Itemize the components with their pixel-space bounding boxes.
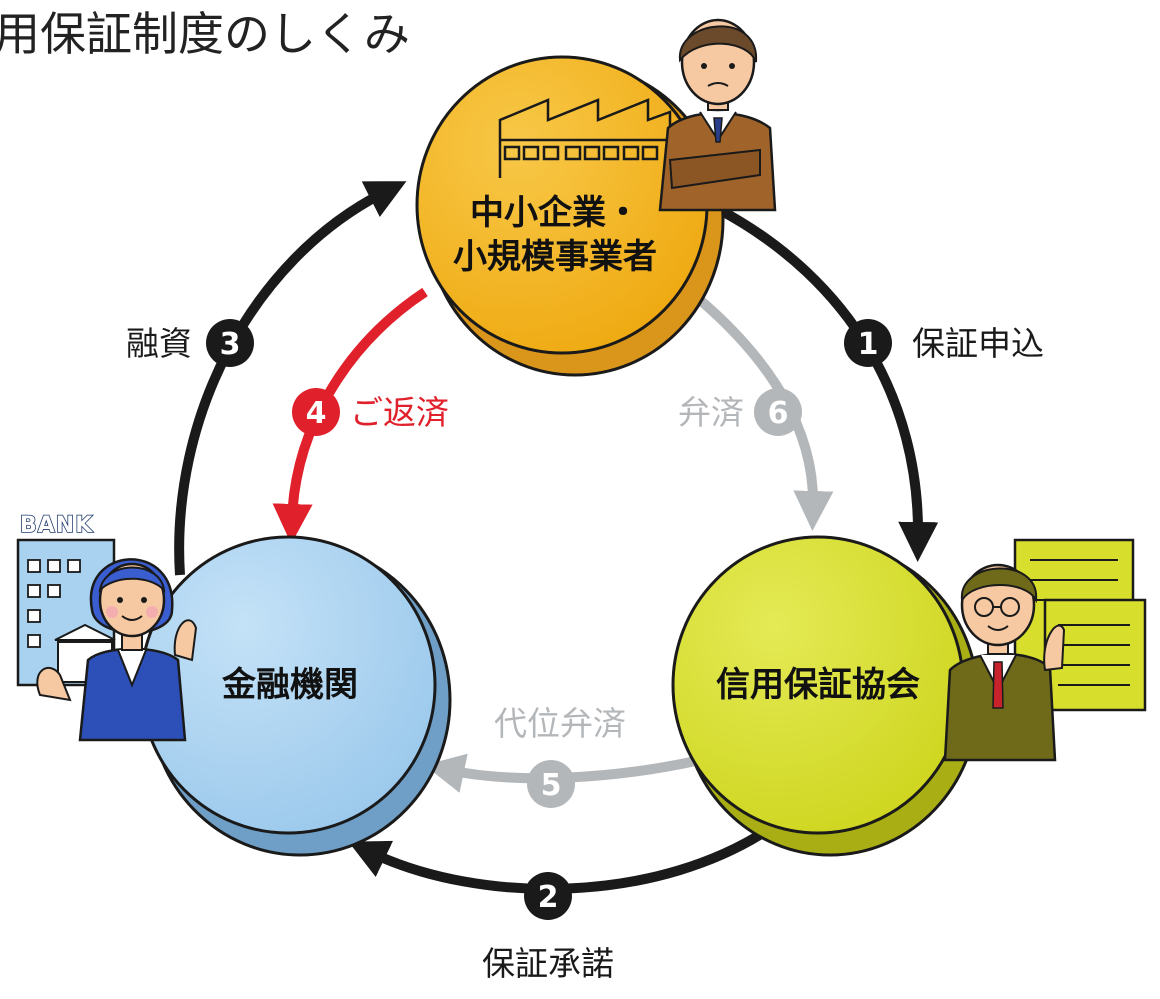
- step-5-number: 5: [541, 768, 562, 803]
- step-3: 3 融資: [126, 319, 254, 367]
- step-5: 5 代位弁済: [494, 704, 626, 808]
- step-4: 4 ご返済: [292, 388, 449, 436]
- arrow-step-2: [348, 820, 778, 894]
- step-6-label: 弁済: [678, 393, 744, 432]
- guarantee-staff-illustration: [943, 563, 1066, 762]
- step-3-label: 融資: [126, 324, 192, 363]
- node-guarantee-association: 信用保証協会: [671, 535, 980, 857]
- step-6-number: 6: [768, 396, 789, 431]
- arrow-step-5: [424, 753, 702, 793]
- arrow-step-1: [717, 205, 939, 562]
- step-2-label: 保証承諾: [482, 944, 614, 983]
- step-1-number: 1: [858, 327, 879, 362]
- arrow-step-4: [272, 287, 428, 544]
- step-1-badge: [844, 319, 892, 367]
- step-5-badge: [527, 760, 575, 808]
- bank-clerk-illustration: [36, 558, 198, 742]
- step-1-label: 保証申込: [912, 324, 1044, 363]
- step-6: 6 弁済: [678, 388, 802, 436]
- node-bank-label: 金融機関: [221, 665, 358, 705]
- step-4-label: ご返済: [350, 393, 449, 432]
- businessman-illustration: [658, 18, 777, 212]
- page-title: 用保証制度のしくみ: [0, 7, 410, 61]
- node-bank: 金融機関: [139, 535, 452, 857]
- node-sme: 中小企業・ 小規模事業者: [415, 55, 725, 377]
- step-6-badge: [754, 388, 802, 436]
- factory-icon: [498, 98, 672, 178]
- step-2: 2 保証承諾: [482, 872, 614, 983]
- step-2-badge: [524, 872, 572, 920]
- step-1: 1 保証申込: [844, 319, 1044, 367]
- step-5-label: 代位弁済: [494, 704, 626, 743]
- bank-sign: BANK: [20, 513, 93, 538]
- step-4-number: 4: [306, 396, 327, 431]
- step-3-number: 3: [220, 327, 241, 362]
- step-4-badge: [292, 388, 340, 436]
- node-sme-label-line2: 小規模事業者: [453, 237, 657, 277]
- node-guarantee-label: 信用保証協会: [716, 665, 920, 705]
- step-2-number: 2: [538, 880, 559, 915]
- step-3-badge: [206, 319, 254, 367]
- arrow-step-3: [174, 181, 407, 576]
- node-sme-label-line1: 中小企業・: [470, 193, 640, 233]
